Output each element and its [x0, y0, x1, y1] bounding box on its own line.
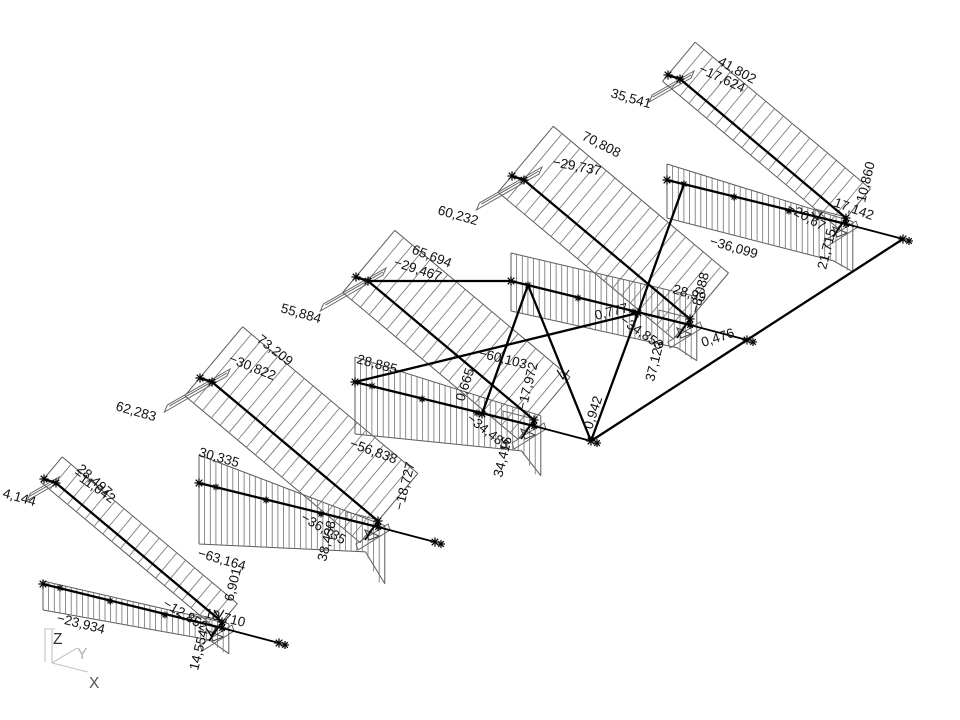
svg-text:14,554: 14,554: [186, 628, 211, 672]
svg-text:70,808: 70,808: [580, 128, 624, 160]
svg-text:4,144: 4,144: [1, 485, 38, 509]
svg-text:6,901: 6,901: [221, 566, 244, 602]
svg-text:60,232: 60,232: [436, 202, 480, 228]
svg-text:10,710: 10,710: [203, 605, 247, 630]
svg-text:−8,088: −8,088: [687, 271, 712, 315]
svg-text:62,283: 62,283: [114, 398, 158, 424]
svg-text:30,335: 30,335: [197, 444, 241, 470]
svg-text:Z: Z: [53, 631, 62, 648]
svg-text:X: X: [89, 675, 100, 692]
svg-text:21,715: 21,715: [814, 227, 839, 271]
svg-text:−60,103: −60,103: [477, 345, 528, 371]
svg-text:−18,727: −18,727: [391, 460, 417, 511]
svg-text:−56,838: −56,838: [348, 436, 399, 467]
svg-text:Y: Y: [77, 646, 87, 663]
svg-text:35,541: 35,541: [609, 85, 653, 111]
svg-text:37,123: 37,123: [642, 339, 667, 383]
svg-text:−29,737: −29,737: [551, 154, 602, 178]
svg-text:10,860: 10,860: [853, 160, 878, 204]
svg-text:55,884: 55,884: [279, 300, 323, 326]
